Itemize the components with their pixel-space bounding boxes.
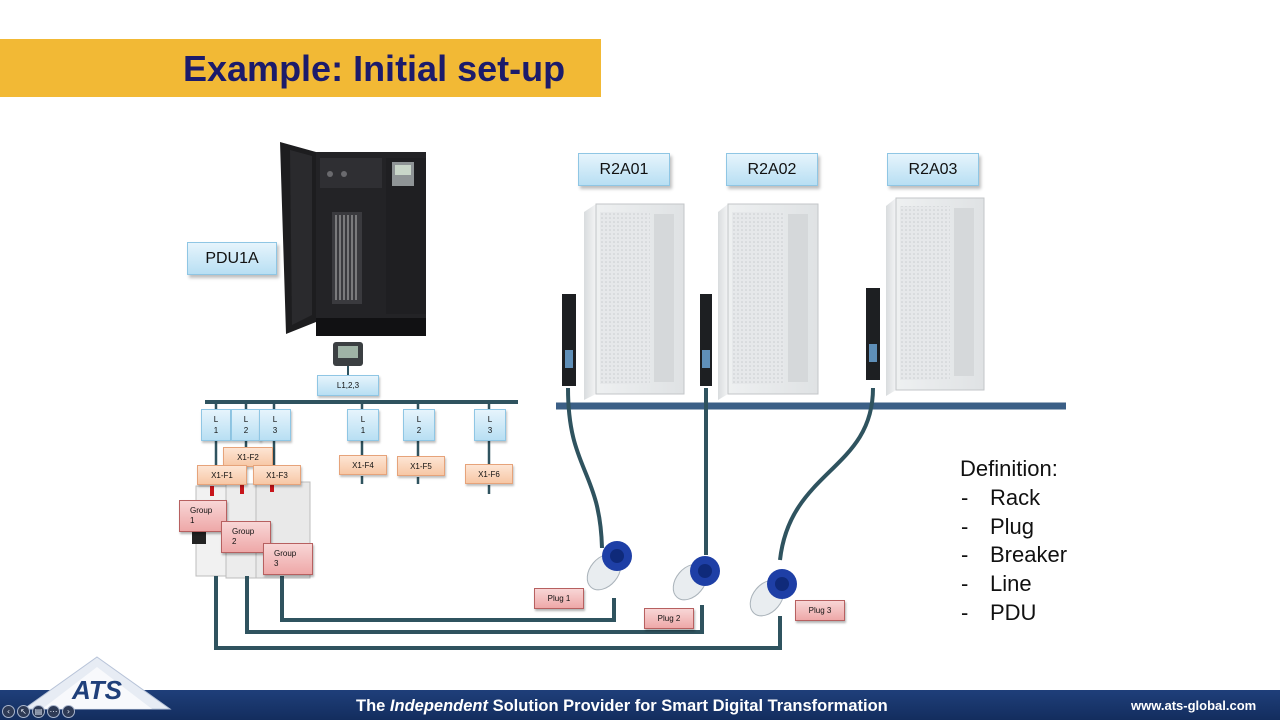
rack-label: R2A01 (578, 153, 670, 186)
group-label-top: Group (232, 527, 255, 536)
captions-icon[interactable]: ▤ (32, 705, 45, 718)
definition-item-label: PDU (990, 599, 1037, 625)
slide-title: Example: Initial set-up (183, 48, 566, 89)
title-band (0, 39, 601, 97)
line-label-bottom: 2 (416, 426, 422, 435)
setup-diagram (192, 142, 1066, 650)
rack-image (584, 203, 685, 400)
definition-list: Definition: -Rack -Plug -Breaker -Line -… (960, 455, 1067, 628)
pointer-icon[interactable]: ↖ (17, 705, 30, 718)
plug-label: Plug 1 (534, 588, 584, 609)
line-label-top: L (487, 415, 493, 424)
line-label-top: L (213, 415, 219, 424)
group-label-bottom: 2 (232, 537, 237, 546)
line-label-bottom: 3 (272, 426, 278, 435)
footer-tagline: The Independent Solution Provider for Sm… (356, 697, 888, 716)
player-controls: ‹ ↖ ▤ ⋯ › (2, 705, 75, 718)
definition-item: -Plug (960, 513, 1067, 542)
line-label-bottom: 1 (213, 426, 219, 435)
line-label-bottom: 2 (243, 426, 249, 435)
definition-item-label: Line (990, 571, 1032, 597)
settings-icon[interactable]: ⋯ (47, 705, 60, 718)
plug-label: Plug 2 (644, 608, 694, 629)
definition-heading: Definition: (960, 456, 1058, 481)
group-label-bottom: 1 (190, 516, 195, 525)
pdu-label: PDU1A (187, 242, 277, 275)
definition-item-label: Plug (990, 513, 1035, 539)
line-label-top: L (243, 415, 249, 424)
rack-image (886, 197, 985, 396)
rack-pdu-image (562, 288, 880, 386)
fuse-label: X1-F5 (397, 456, 445, 476)
tagline-pre: The (356, 697, 390, 715)
line-label-bottom: 1 (360, 426, 366, 435)
pdu-cabinet-image (280, 142, 426, 336)
svg-text:ATS: ATS (71, 675, 123, 705)
definition-item-label: Rack (990, 484, 1041, 510)
group-label-top: Group (190, 506, 213, 515)
forward-icon[interactable]: › (62, 705, 75, 718)
footer-url-link[interactable]: www.ats-global.com (1131, 698, 1257, 713)
bus-label: L1,2,3 (317, 375, 379, 396)
group-label-bottom: 3 (274, 559, 279, 568)
ats-logo: ATS (22, 656, 172, 710)
tagline-post: Solution Provider for Smart Digital Tran… (488, 697, 888, 715)
rack-label: R2A03 (887, 153, 979, 186)
fuse-label: X1-F3 (253, 465, 301, 485)
definition-item: -Breaker (960, 541, 1067, 570)
fuse-label: X1-F2 (223, 447, 273, 467)
plug-connector-icon (749, 569, 797, 617)
definition-item: -Line (960, 570, 1067, 599)
line-label-top: L (272, 415, 278, 424)
group-label-top: Group (274, 549, 297, 558)
rack-image (718, 203, 819, 400)
rack-label: R2A02 (726, 153, 818, 186)
fuse-label: X1-F1 (197, 465, 247, 485)
plug-connector-icon (586, 541, 632, 591)
definition-item: -Rack (960, 484, 1067, 513)
fuse-label: X1-F6 (465, 464, 513, 484)
plug-label: Plug 3 (795, 600, 845, 621)
line-label-bottom: 3 (487, 426, 493, 435)
back-icon[interactable]: ‹ (2, 705, 15, 718)
definition-item-label: Breaker (990, 542, 1068, 568)
line-label-top: L (416, 415, 422, 424)
power-meter-icon (333, 342, 363, 366)
footer-bar (0, 690, 1280, 720)
definition-item: -PDU (960, 599, 1067, 628)
plug-connector-icon (672, 556, 720, 601)
fuse-label: X1-F4 (339, 455, 387, 475)
line-label-top: L (360, 415, 366, 424)
tagline-emphasis: Independent (389, 697, 489, 715)
